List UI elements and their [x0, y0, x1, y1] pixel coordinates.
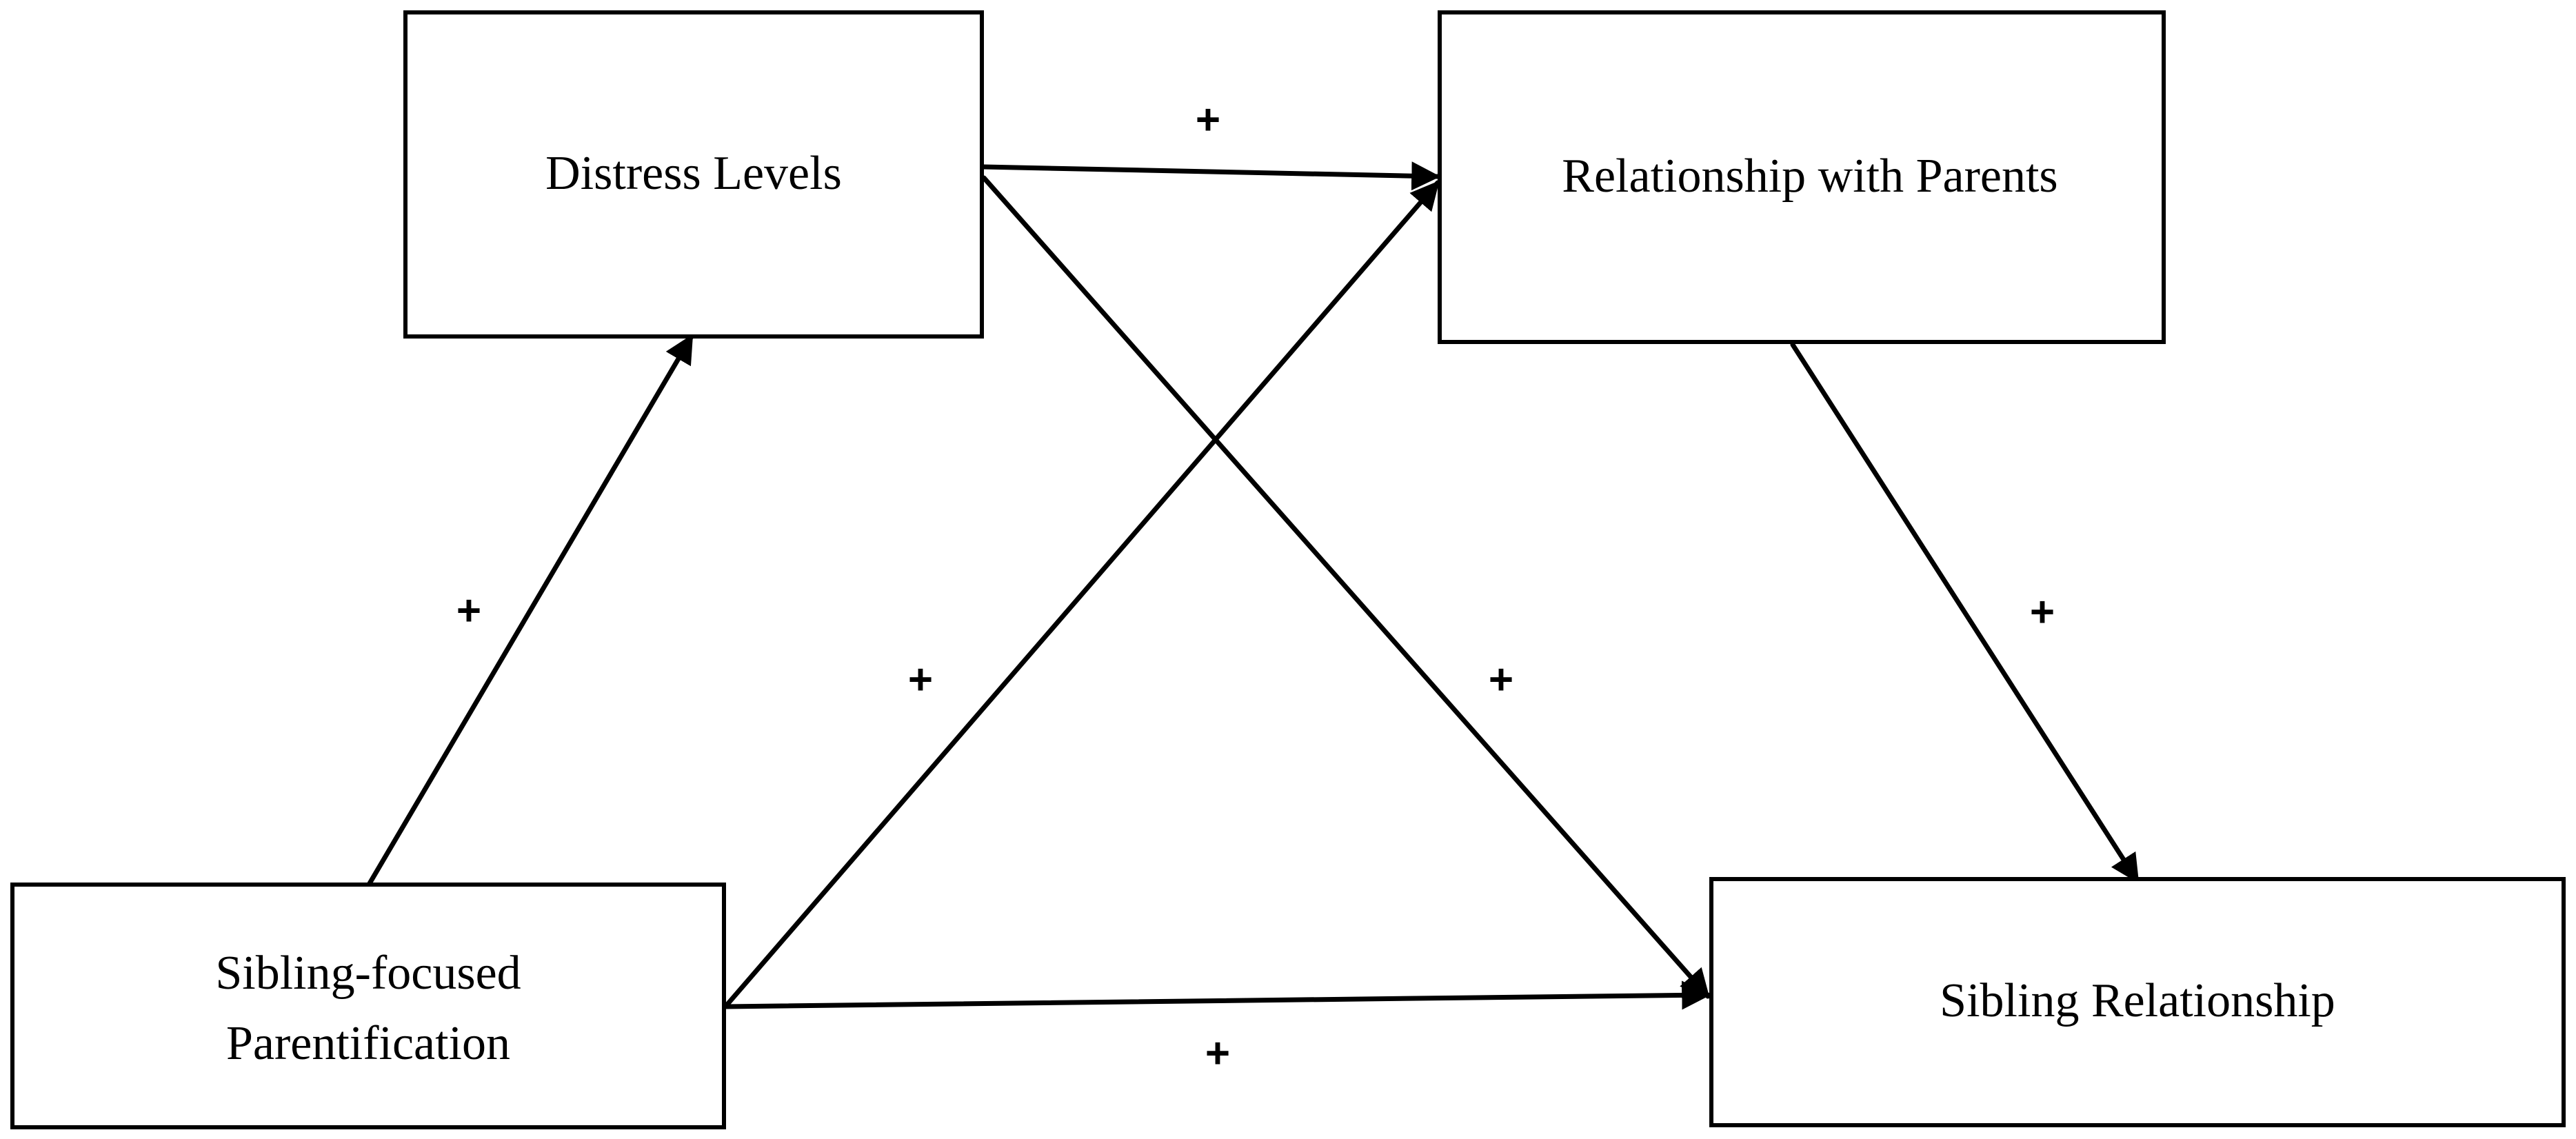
node-box	[1709, 877, 2566, 1127]
edge-distress-to-sibling	[981, 175, 1711, 999]
edge-parentification-to-parents	[723, 180, 1440, 1009]
edge-distress-to-parents	[981, 161, 1441, 191]
edge-parentification-to-distress	[366, 334, 694, 887]
sign-parentification-to-distress: +	[456, 587, 481, 634]
node-label: Distress Levels	[545, 147, 842, 200]
node-box	[1438, 10, 2166, 344]
node-box	[10, 883, 726, 1129]
edge-parents-to-sibling	[1790, 342, 2140, 884]
sign-parentification-to-sibling: +	[1205, 1029, 1230, 1077]
sign-distress-to-parents: +	[1196, 96, 1220, 143]
node-label-line-1: Sibling-focused	[215, 947, 521, 1000]
node-relationship-with-parents: Relationship with Parents	[1438, 10, 2166, 344]
node-label: Relationship with Parents	[1562, 150, 2057, 203]
edges	[366, 161, 2140, 1010]
sign-distress-to-sibling: +	[1489, 656, 1513, 703]
edge-parentification-to-sibling	[723, 980, 1711, 1010]
node-sibling-focused-parentification: Sibling-focused Parentification	[10, 883, 726, 1129]
node-sibling-relationship: Sibling Relationship	[1709, 877, 2566, 1127]
node-label: Sibling Relationship	[1940, 974, 2335, 1027]
node-label-line-2: Parentification	[226, 1017, 510, 1070]
node-distress-levels: Distress Levels	[403, 10, 984, 339]
sign-parentification-to-parents: +	[908, 656, 933, 703]
edge-signs: + + + + + +	[456, 96, 2055, 1077]
node-box	[403, 10, 984, 339]
sign-parents-to-sibling: +	[2030, 588, 2055, 636]
